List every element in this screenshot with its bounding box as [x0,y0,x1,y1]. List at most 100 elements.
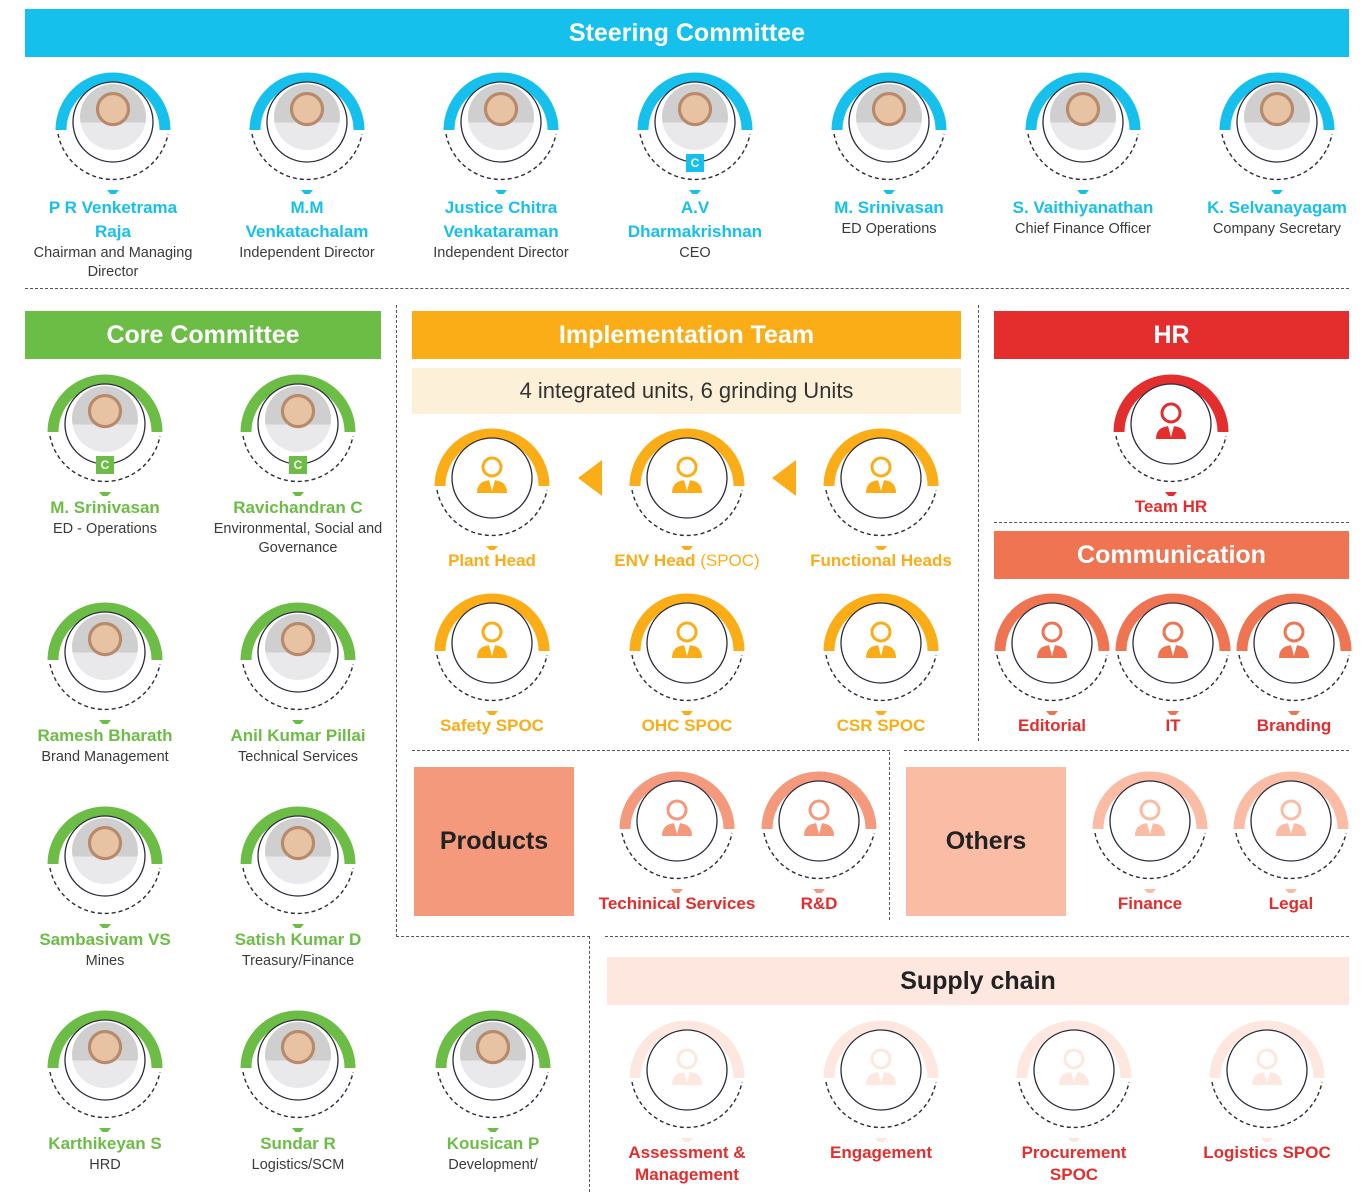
avatar [434,587,550,715]
avatar-ring [434,593,550,715]
avatar [434,422,550,550]
triangle-pointer-icon [883,190,895,194]
triangle-pointer-icon [99,924,111,928]
member-card: Branding [1234,587,1354,737]
portrait-photo [72,614,138,680]
products-box: Products [414,767,574,916]
unit-label-text: OHC SPOC [641,716,733,735]
avatar [629,1014,745,1142]
member-name: S. Vaithiyanathan [1012,198,1154,217]
person-icon [662,799,692,836]
portrait-photo [1050,84,1116,150]
portrait-photo [662,84,728,150]
member-name: M. Srinivasan [50,498,160,517]
hr-banner: HR [994,311,1349,359]
person-icon [1156,402,1186,439]
member-role: Technical Services [237,749,359,765]
avatar-ring [1113,374,1229,496]
member-card: Logistics SPOC [1172,1014,1362,1164]
portrait-photo [72,1022,138,1088]
member-card: OHC SPOC [592,587,782,737]
portrait-photo [265,386,331,452]
triangle-pointer-icon [292,1128,304,1132]
portrait-photo [1244,84,1310,150]
avatar [1219,66,1335,194]
avatar-ring [1209,1020,1325,1142]
steering-committee-banner: Steering Committee [25,9,1349,57]
divider [994,522,1349,523]
unit-label-text: Plant Head [448,551,536,570]
member-name: P R Venketrama Raja [48,198,178,241]
unit-label: R&D [800,894,838,913]
member-role: Chairman and Managing Director [33,245,193,280]
avatar [619,765,735,893]
avatar-ring [1092,771,1208,893]
avatar-ring [823,1020,939,1142]
member-role: Company Secretary [1212,221,1342,237]
triangle-pointer-icon [301,190,313,194]
avatar [629,587,745,715]
triangle-pointer-icon [875,711,887,715]
member-card: Safety SPOC [397,587,587,737]
left-arrow-icon [578,460,602,496]
implementation-subtitle: 4 integrated units, 6 grinding Units [412,368,961,414]
avatar-ring [761,771,877,893]
person-icon [672,456,702,493]
portrait-photo [265,1022,331,1088]
member-card: R&D [724,765,914,915]
member-role: Independent Director [239,245,375,261]
person-icon [672,621,702,658]
avatar-ring [823,428,939,550]
person-icon [1037,621,1067,658]
triangle-pointer-icon [107,190,119,194]
avatar [823,587,939,715]
divider [589,936,590,1192]
unit-label: Plant Head [397,550,587,572]
avatar: C [637,66,753,194]
chair-badge: C [686,154,704,172]
others-box: Others [906,767,1066,916]
avatar [1236,587,1352,715]
person-icon [477,456,507,493]
avatar [240,1004,356,1132]
member-card: Legal [1196,765,1367,915]
triangle-pointer-icon [689,190,701,194]
triangle-pointer-icon [681,546,693,550]
triangle-pointer-icon [495,190,507,194]
unit-label: Safety SPOC [397,715,587,737]
portrait-photo [274,84,340,150]
portrait-photo [80,84,146,150]
avatar-ring [629,1020,745,1142]
left-arrow-icon [772,460,796,496]
member-name: M. Srinivasan [834,198,944,217]
triangle-pointer-icon [671,889,683,893]
divider [412,750,890,751]
member-role: CEO [679,245,711,261]
person-icon [1276,799,1306,836]
member-card: Techinical Services [582,765,772,915]
member-name: K. Selvanayagam [1207,198,1347,217]
portrait-photo [72,386,138,452]
portrait-photo [265,614,331,680]
member-role: Logistics/SCM [251,1157,345,1173]
unit-label: Procurement SPOC [1021,1143,1127,1184]
member-name: A.V Dharmakrishnan [627,198,763,241]
member-card: Functional Heads [786,422,976,572]
avatar-ring [619,771,735,893]
triangle-pointer-icon [1068,1138,1080,1142]
unit-label: Assessment & Management [628,1143,746,1184]
unit-label-text: CSR SPOC [836,716,926,735]
triangle-pointer-icon [486,711,498,715]
member-role: HRD [89,1157,121,1173]
unit-label: OHC SPOC [592,715,782,737]
